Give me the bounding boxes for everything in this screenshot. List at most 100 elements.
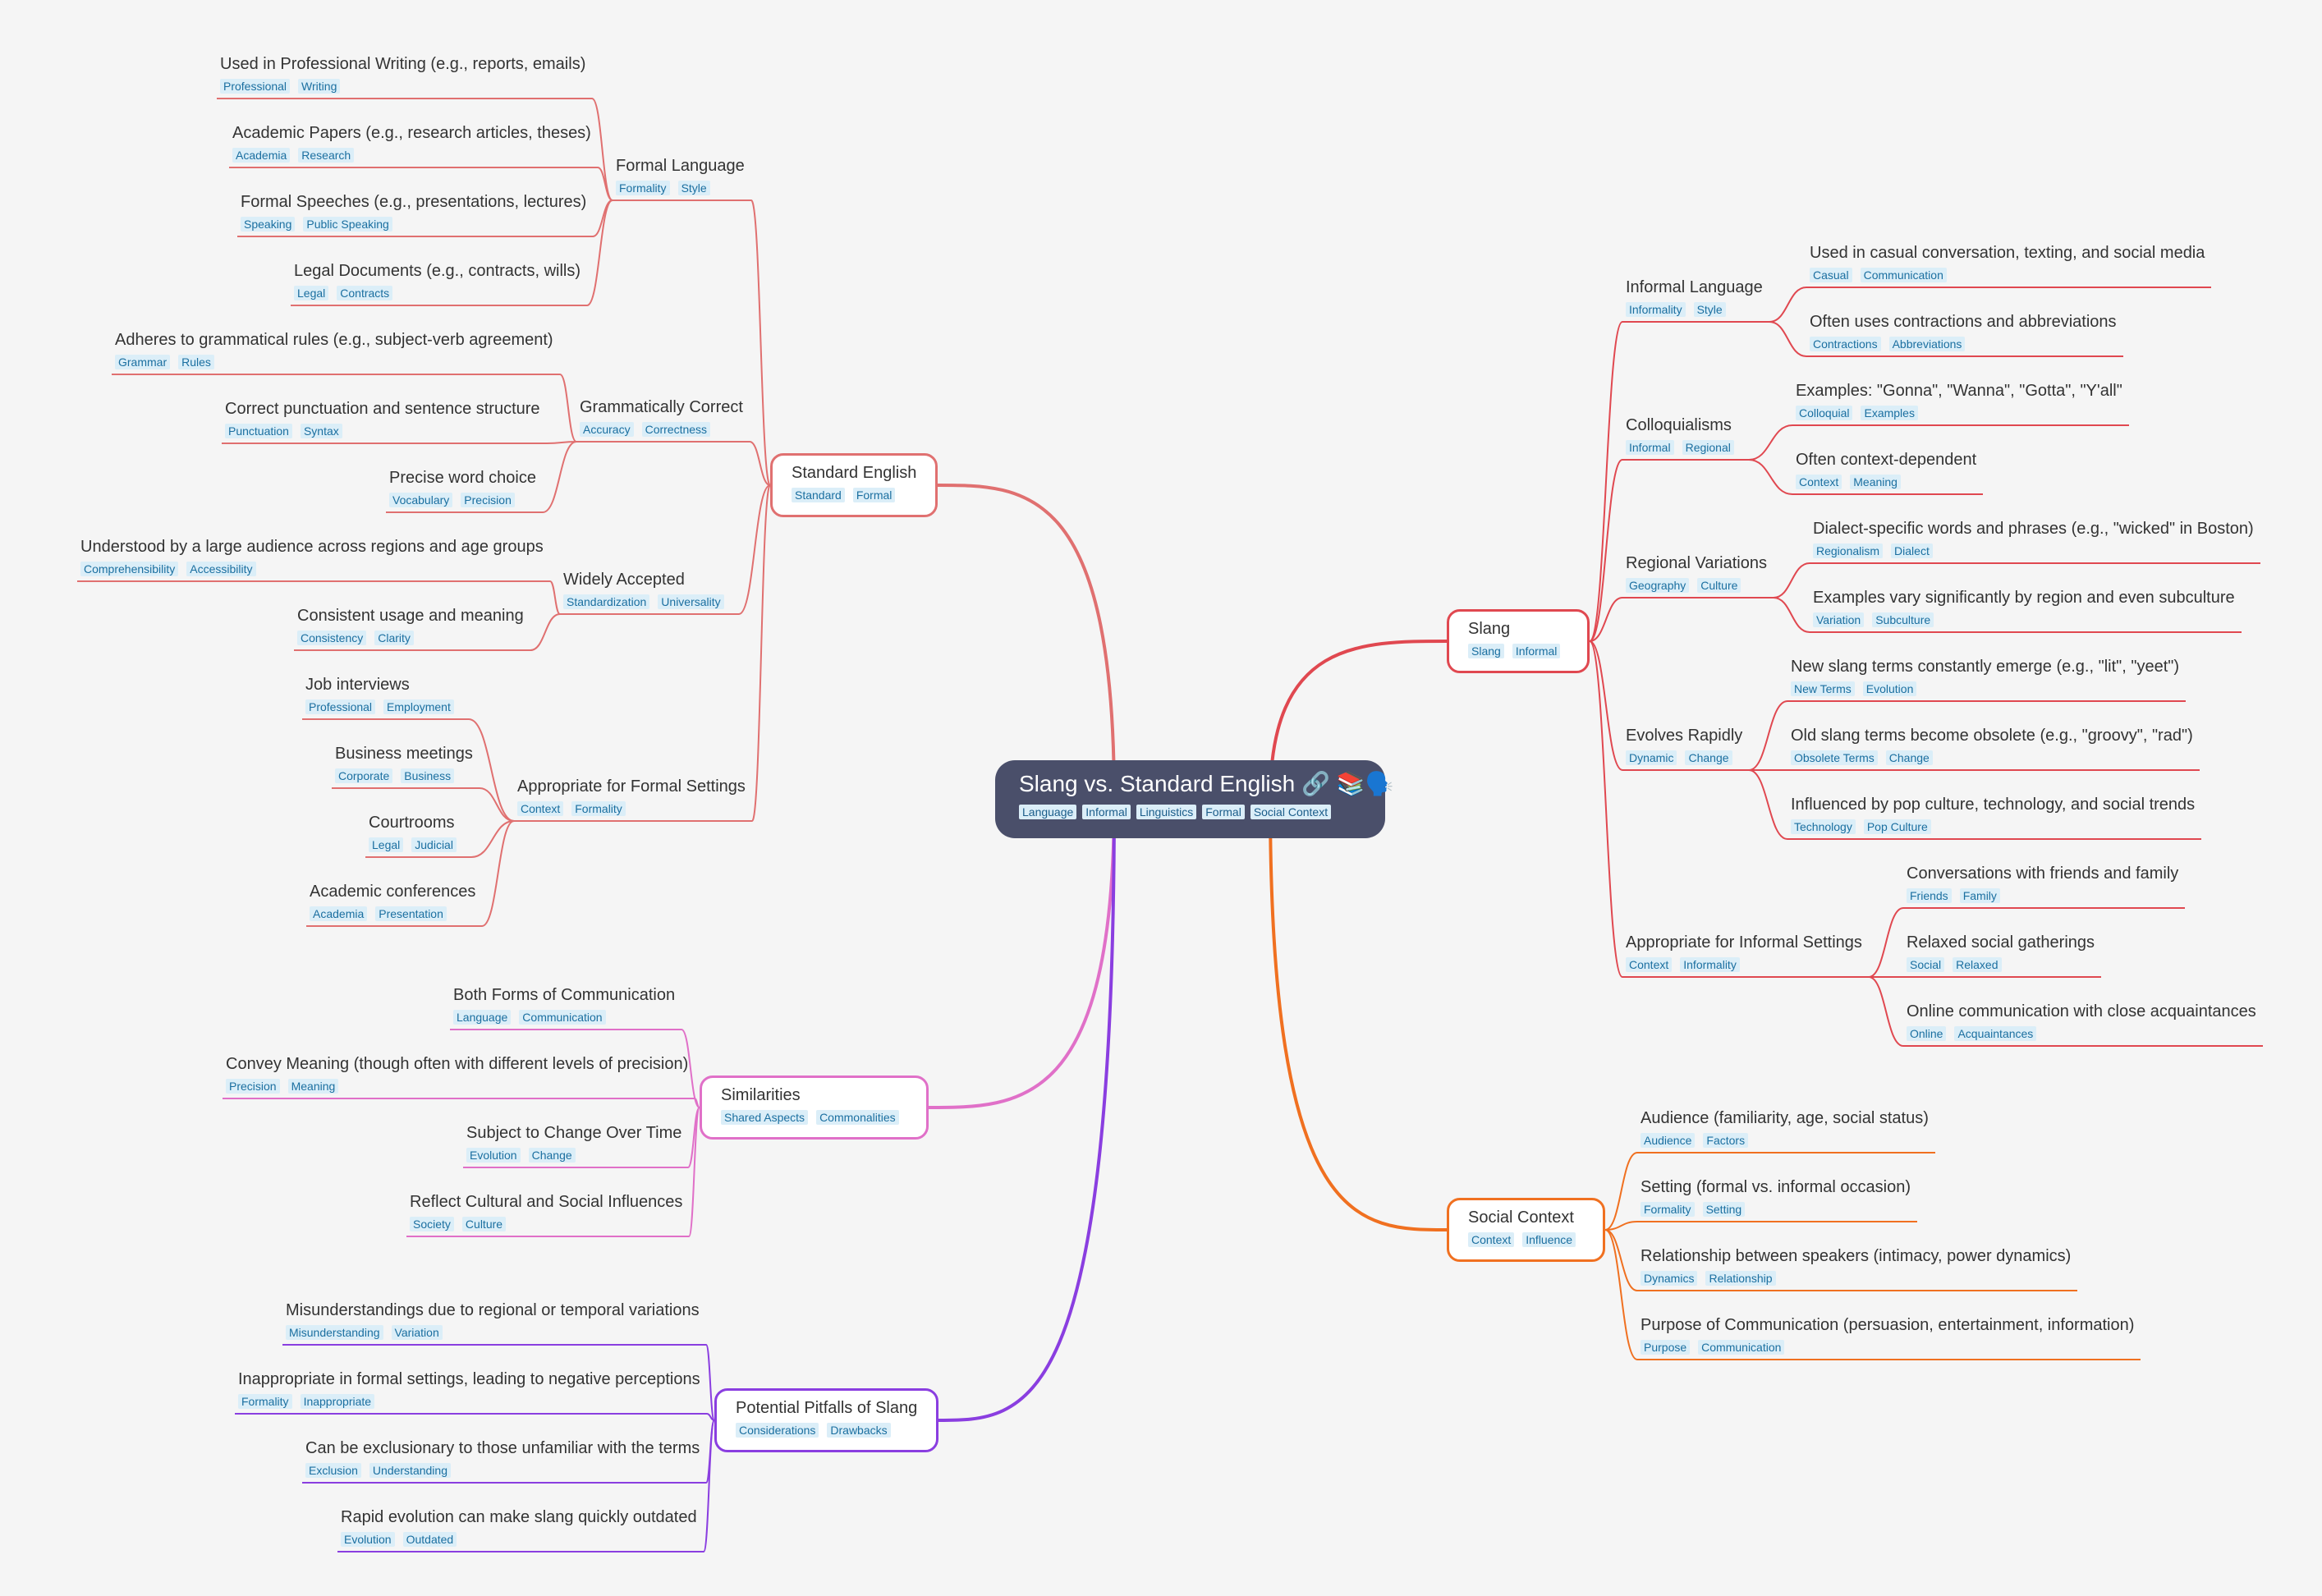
topic-setting-formal-vs-informal-occasion[interactable]: Setting (formal vs. informal occasion)Fo… [1641,1177,1911,1218]
topic-adheres-to-grammatical-rules-e-g-subject[interactable]: Adheres to grammatical rules (e.g., subj… [115,330,553,371]
tag-judicial[interactable]: Judicial [411,837,457,852]
tag-inappropriate[interactable]: Inappropriate [300,1394,375,1409]
tag-dynamic[interactable]: Dynamic [1626,750,1677,765]
tag-new-terms[interactable]: New Terms [1791,681,1855,696]
topic-online-communication-with-close-acquaint[interactable]: Online communication with close acquaint… [1907,1002,2256,1043]
tag-subculture[interactable]: Subculture [1872,612,1934,627]
tag-evolution[interactable]: Evolution [1862,681,1917,696]
tag-change[interactable]: Change [528,1148,576,1163]
tag-variation[interactable]: Variation [1813,612,1865,627]
tag-online[interactable]: Online [1907,1026,1947,1041]
tag-accessibility[interactable]: Accessibility [186,562,256,576]
tag-examples[interactable]: Examples [1861,406,1918,420]
topic-can-be-exclusionary-to-those-unfamiliar-[interactable]: Can be exclusionary to those unfamiliar … [305,1438,700,1479]
tag-outdated[interactable]: Outdated [402,1532,457,1547]
tag-influence[interactable]: Influence [1522,1232,1576,1247]
topic-rapid-evolution-can-make-slang-quickly-o[interactable]: Rapid evolution can make slang quickly o… [341,1507,697,1548]
tag-professional[interactable]: Professional [305,699,376,714]
tag-culture[interactable]: Culture [461,1217,507,1231]
tag-legal[interactable]: Legal [294,286,329,300]
tag-abbreviations[interactable]: Abbreviations [1888,337,1966,351]
tag-factors[interactable]: Factors [1703,1133,1749,1148]
tag-linguistics[interactable]: Linguistics [1136,805,1197,819]
tag-precision[interactable]: Precision [226,1079,280,1094]
tag-contracts[interactable]: Contracts [337,286,393,300]
tag-friends[interactable]: Friends [1907,888,1952,903]
tag-business[interactable]: Business [401,768,455,783]
tag-context[interactable]: Context [517,801,564,816]
tag-slang[interactable]: Slang [1468,644,1504,658]
tag-communication[interactable]: Communication [1860,268,1947,282]
tag-dynamics[interactable]: Dynamics [1641,1271,1698,1286]
tag-rules[interactable]: Rules [178,355,214,369]
tag-geography[interactable]: Geography [1626,578,1690,593]
tag-public-speaking[interactable]: Public Speaking [303,217,392,232]
tag-speaking[interactable]: Speaking [241,217,296,232]
tag-punctuation[interactable]: Punctuation [225,424,292,438]
tag-correctness[interactable]: Correctness [641,422,711,437]
topic-used-in-casual-conversation-texting-and-[interactable]: Used in casual conversation, texting, an… [1810,243,2205,284]
tag-legal[interactable]: Legal [369,837,404,852]
topic-understood-by-a-large-audience-across-re[interactable]: Understood by a large audience across re… [80,537,544,578]
tag-academia[interactable]: Academia [310,906,368,921]
tag-academia[interactable]: Academia [232,148,291,163]
tag-misunderstanding[interactable]: Misunderstanding [286,1325,383,1340]
topic-examples-gonna-wanna-gotta-y-all[interactable]: Examples: "Gonna", "Wanna", "Gotta", "Y'… [1796,381,2122,422]
tag-informal[interactable]: Informal [1082,805,1131,819]
tag-social[interactable]: Social [1907,957,1945,972]
tag-colloquial[interactable]: Colloquial [1796,406,1853,420]
tag-casual[interactable]: Casual [1810,268,1852,282]
tag-commonalities[interactable]: Commonalities [816,1110,899,1125]
tag-informality[interactable]: Informality [1680,957,1740,972]
tag-clarity[interactable]: Clarity [374,631,414,645]
tag-evolution[interactable]: Evolution [466,1148,521,1163]
tag-audience[interactable]: Audience [1641,1133,1696,1148]
tag-meaning[interactable]: Meaning [1850,475,1901,489]
topic-examples-vary-significantly-by-region-an[interactable]: Examples vary significantly by region an… [1813,588,2235,629]
tag-dialect[interactable]: Dialect [1891,543,1933,558]
topic-influenced-by-pop-culture-technology-and[interactable]: Influenced by pop culture, technology, a… [1791,795,2195,836]
tag-syntax[interactable]: Syntax [300,424,342,438]
tag-social-context[interactable]: Social Context [1250,805,1332,819]
tag-understanding[interactable]: Understanding [369,1463,451,1478]
tag-formal[interactable]: Formal [852,488,896,502]
tag-formal[interactable]: Formal [1202,805,1245,819]
topic-misunderstandings-due-to-regional-or-tem[interactable]: Misunderstandings due to regional or tem… [286,1300,700,1341]
tag-vocabulary[interactable]: Vocabulary [389,493,453,507]
topic-old-slang-terms-become-obsolete-e-g-groo[interactable]: Old slang terms become obsolete (e.g., "… [1791,726,2193,767]
topic-new-slang-terms-constantly-emerge-e-g-li[interactable]: New slang terms constantly emerge (e.g.,… [1791,657,2179,698]
tag-formality[interactable]: Formality [616,181,670,195]
tag-communication[interactable]: Communication [519,1010,606,1025]
tag-purpose[interactable]: Purpose [1641,1340,1691,1355]
tag-setting[interactable]: Setting [1702,1202,1746,1217]
tag-informal[interactable]: Informal [1626,440,1674,455]
topic-audience-familiarity-age-social-status[interactable]: Audience (familiarity, age, social statu… [1641,1108,1929,1149]
tag-family[interactable]: Family [1959,888,2000,903]
topic-correct-punctuation-and-sentence-structu[interactable]: Correct punctuation and sentence structu… [225,399,540,440]
tag-comprehensibility[interactable]: Comprehensibility [80,562,179,576]
topic-purpose-of-communication-persuasion-ente[interactable]: Purpose of Communication (persuasion, en… [1641,1315,2134,1356]
tag-communication[interactable]: Communication [1698,1340,1785,1355]
tag-culture[interactable]: Culture [1697,578,1742,593]
topic-used-in-professional-writing-e-g-reports[interactable]: Used in Professional Writing (e.g., repo… [220,54,585,95]
